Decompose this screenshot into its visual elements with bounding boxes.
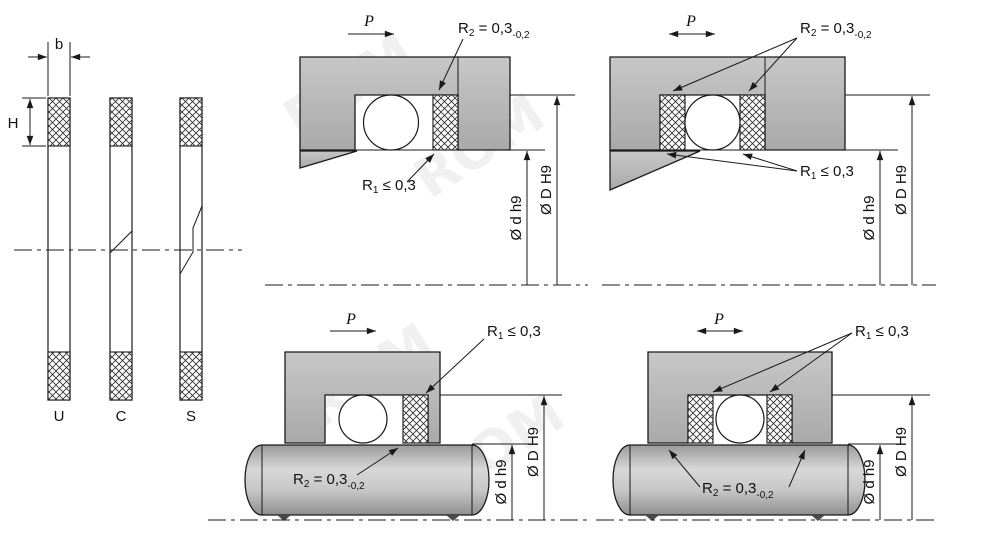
backup-ring: [432, 94, 459, 151]
leader-arrow: [742, 153, 798, 172]
leader-arrow: [748, 37, 798, 92]
r1-symbol: R: [487, 323, 498, 340]
section-single-acting-bottom: P R1 ≤ 0,3 R2 = 0,3-0,2 Ø d h9 Ø D H9: [208, 311, 588, 521]
r2-label: R2 = 0,3-0,2: [293, 471, 365, 492]
step-cut-line: [179, 205, 203, 275]
leader-arrow: [668, 449, 701, 488]
r1-label: R1 ≤ 0,3: [855, 323, 909, 342]
ring-section-hatch: [179, 351, 203, 401]
pressure-label: P: [713, 311, 724, 328]
r2-tolerance: -0,2: [347, 481, 365, 492]
rod-end-wedge: [299, 150, 358, 169]
support-mark: [645, 515, 659, 521]
r2-symbol: R: [702, 480, 713, 497]
r2-value: = 0,3: [309, 471, 347, 488]
leader-arrow: [672, 37, 798, 92]
o-ring: [684, 94, 741, 151]
r2-label: R2 = 0,3-0,2: [458, 20, 530, 41]
backup-ring: [766, 394, 793, 444]
leader-arrow: [438, 38, 464, 91]
backup-ring: [659, 94, 686, 151]
r1-value: ≤ 0,3: [378, 177, 415, 194]
leader-arrow: [406, 153, 435, 183]
o-ring: [715, 394, 765, 444]
r1-value: ≤ 0,3: [503, 323, 540, 340]
ring-profile-s: S: [179, 97, 203, 425]
ring-type-label: S: [186, 408, 196, 425]
leader-arrow: [788, 449, 806, 488]
dim-D-label: Ø D H9: [893, 165, 910, 215]
ring-section-hatch: [47, 97, 71, 147]
r1-subscript: 1: [811, 171, 817, 182]
support-mark: [446, 515, 460, 521]
dim-D-label: Ø D H9: [893, 427, 910, 477]
dim-D-label: Ø D H9: [525, 427, 542, 477]
dim-h-label: H: [8, 115, 19, 132]
ring-profiles: b H U C S: [8, 36, 242, 425]
ring-section-hatch: [47, 351, 71, 401]
leader-arrow: [356, 447, 399, 476]
r2-label: R2 = 0,3-0,2: [800, 20, 872, 41]
ring-type-label: C: [116, 408, 127, 425]
r2-symbol: R: [293, 471, 304, 488]
ring-section-hatch: [109, 351, 133, 401]
dim-b-label: b: [55, 36, 63, 53]
r2-tolerance: -0,2: [756, 490, 774, 501]
r2-symbol: R: [800, 20, 811, 37]
r2-subscript: 2: [469, 28, 475, 39]
leader-arrow: [666, 151, 798, 172]
r1-symbol: R: [362, 177, 373, 194]
r2-value: = 0,3: [474, 20, 512, 37]
ring-type-label: U: [54, 408, 65, 425]
r2-value: = 0,3: [718, 480, 756, 497]
pressure-label: P: [685, 13, 696, 30]
angle-cut-line: [109, 230, 133, 254]
backup-ring: [739, 94, 766, 151]
backup-ring: [402, 394, 429, 444]
r1-label: R1 ≤ 0,3: [362, 177, 416, 196]
section-single-acting-top: P R2 = 0,3-0,2 R1 ≤ 0,3 Ø d h9 Ø D H9: [265, 13, 588, 286]
r2-label: R2 = 0,3-0,2: [702, 480, 774, 501]
r2-tolerance: -0,2: [854, 30, 872, 41]
r1-label: R1 ≤ 0,3: [800, 163, 854, 182]
r2-value: = 0,3: [816, 20, 854, 37]
r1-subscript: 1: [498, 331, 504, 342]
ring-section-hatch: [179, 97, 203, 147]
o-ring: [362, 94, 420, 151]
r1-symbol: R: [800, 163, 811, 180]
dim-d-label: Ø d h9: [508, 195, 525, 240]
r1-label: R1 ≤ 0,3: [487, 323, 541, 342]
support-mark: [811, 515, 825, 521]
r2-tolerance: -0,2: [512, 30, 530, 41]
r2-symbol: R: [458, 20, 469, 37]
section-double-acting-top: P R2 = 0,3-0,2 R1 ≤ 0,3 Ø d h9 Ø D H9: [602, 13, 936, 286]
section-double-acting-bottom: P R1 ≤ 0,3 R2 = 0,3-0,2 Ø d h9 Ø D H9: [596, 311, 936, 521]
support-mark: [277, 515, 291, 521]
dim-d-label: Ø d h9: [493, 459, 510, 504]
dim-D-label: Ø D H9: [538, 165, 555, 215]
r1-value: ≤ 0,3: [871, 323, 908, 340]
pressure-label: P: [345, 311, 356, 328]
ring-profile-c: C: [109, 97, 133, 425]
o-ring: [338, 394, 388, 444]
r2-subscript: 2: [304, 479, 310, 490]
r1-value: ≤ 0,3: [816, 163, 853, 180]
r2-subscript: 2: [713, 488, 719, 499]
ring-section-hatch: [109, 97, 133, 147]
dim-d-label: Ø d h9: [861, 195, 878, 240]
backup-ring: [687, 394, 714, 444]
rod: [244, 444, 490, 516]
leader-arrow: [425, 338, 485, 394]
ring-profile-u: U: [47, 97, 71, 425]
r1-subscript: 1: [373, 185, 379, 196]
r1-subscript: 1: [866, 331, 872, 342]
r1-symbol: R: [855, 323, 866, 340]
dim-d-label: Ø d h9: [861, 459, 878, 504]
pressure-label: P: [363, 13, 374, 30]
leader-arrow: [712, 332, 853, 393]
rod-end-wedge: [609, 150, 701, 191]
r2-subscript: 2: [811, 28, 817, 39]
leader-arrow: [769, 332, 853, 393]
